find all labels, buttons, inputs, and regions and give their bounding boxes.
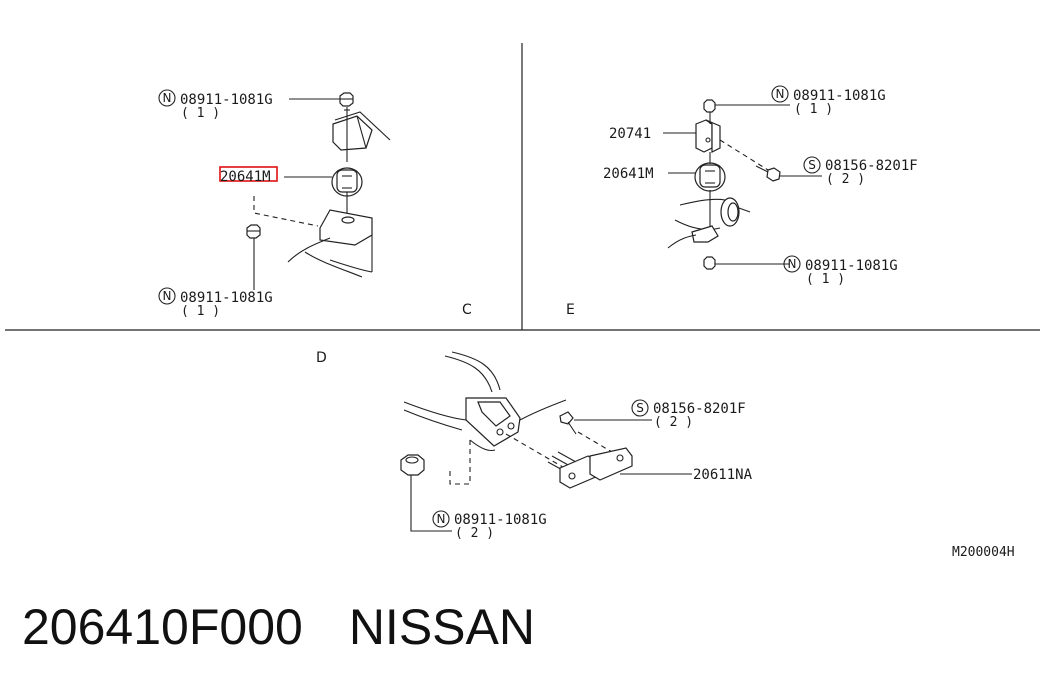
svg-text:S: S [808,158,816,172]
frame-rail-icon [403,351,567,452]
hex-nut-icon [400,454,425,476]
section-letter-e: E [566,302,575,318]
part-code-c-bottom-nut[interactable]: 08911-1081G [180,290,273,306]
part-code-d-bolt[interactable]: 08156-8201F [653,401,746,417]
svg-text:N: N [776,87,785,101]
svg-text:N: N [788,257,797,271]
hex-nut-icon [703,256,716,270]
footer-title: 206410F000 NISSAN [22,598,535,656]
qty-e-top-nut: ( 1 ) [794,102,833,117]
section-letter-d: D [316,350,327,366]
bolt-icon [559,411,577,435]
part-code-d-nut[interactable]: 08911-1081G [454,512,547,528]
svg-text:N: N [163,91,172,105]
exhaust-pipe-icon [667,197,751,249]
upper-bracket-icon [332,107,391,162]
rubber-hanger-icon [547,447,633,489]
muffler-body-icon [287,209,373,278]
part-code-e-top-nut[interactable]: 08911-1081G [793,88,886,104]
part-label-c-mount[interactable]: 20641M [220,169,271,185]
brand-name: NISSAN [348,599,535,655]
section-e: N 08911-1081G ( 1 ) 20741 S 08156-8201F … [566,85,918,318]
highlight-box [219,166,278,182]
part-code-e-bolt[interactable]: 08156-8201F [825,158,918,174]
part-label-e-mount[interactable]: 20641M [603,166,654,182]
hanger-bracket-icon [465,397,521,447]
section-letter-c: C [462,302,472,318]
svg-text:N: N [163,289,172,303]
n-circle-icon: N [771,85,789,103]
section-d: D S 08156-8201F [316,350,753,541]
qty-e-bolt: ( 2 ) [826,172,865,187]
rubber-mount-icon [694,152,726,226]
qty-c-top-nut: ( 1 ) [181,106,220,121]
hex-nut-icon [246,224,261,239]
s-circle-icon: S [631,399,649,417]
s-circle-icon: S [803,156,821,174]
part-number: 206410F000 [22,599,303,655]
bolt-icon [755,165,781,182]
qty-d-nut: ( 2 ) [455,526,494,541]
svg-text:N: N [437,512,446,526]
svg-text:S: S [636,401,644,415]
n-circle-icon: N [432,510,450,528]
qty-d-bolt: ( 2 ) [654,415,693,430]
part-label-d-hanger[interactable]: 20611NA [693,467,753,483]
bracket-icon [695,112,721,153]
part-label-e-bracket[interactable]: 20741 [609,126,651,142]
n-circle-icon: N [158,89,176,107]
rubber-mount-icon [331,167,363,222]
n-circle-icon: N [158,287,176,305]
hex-nut-icon [703,99,716,113]
part-code-c-top-nut[interactable]: 08911-1081G [180,92,273,108]
qty-e-bottom-nut: ( 1 ) [806,272,845,287]
diagram-code: M200004H [952,545,1015,560]
n-circle-icon: N [783,255,801,273]
qty-c-bottom-nut: ( 1 ) [181,304,220,319]
hex-nut-icon [339,92,354,107]
section-c: N 08911-1081G ( 1 ) 20641M [158,89,472,319]
part-code-e-bottom-nut[interactable]: 08911-1081G [805,258,898,274]
